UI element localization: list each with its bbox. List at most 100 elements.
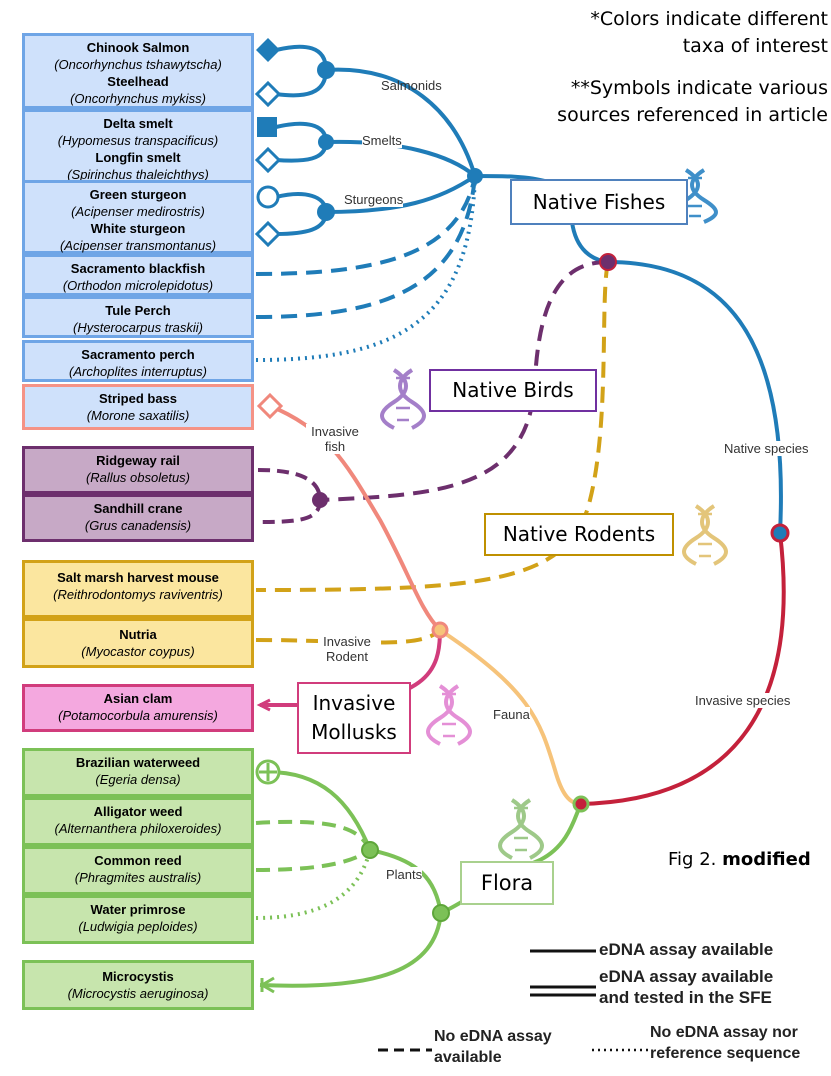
circle-plus-icon [255,759,281,785]
species-box-striped-bass: Striped bass (Morone saxatilis) [22,384,254,430]
birds-split-connector [257,468,323,524]
species-scientific-name: (Microcystis aeruginosa) [67,986,209,1001]
label-plants: Plants [386,867,423,882]
native-species-trunk [607,260,783,534]
species-box-sandhill-crane: Sandhill crane (Grus canadensis) [22,494,254,542]
species-name: Sacramento blackfish [70,261,206,276]
species-name: Salt marsh harvest mouse [57,570,219,585]
species-scientific-name: (Egeria densa) [95,772,181,787]
species-scientific-name: (Alternanthera philoxeroides) [54,821,222,836]
legend-solid-label: eDNA assay available [599,940,774,959]
sacramento-perch-connector [255,175,477,362]
common-reed-connector [255,848,372,872]
invasive-species-trunk [580,532,786,806]
species-scientific-name: (Oncorhynchus tshawytscha) [54,57,222,72]
alligator-weed-connector [255,819,372,851]
species-name: Brazilian waterweed [75,755,201,770]
diamond-outline-icon [254,220,282,248]
species-scientific-name: (Orthodon microlepidotus) [62,278,214,293]
species-box-brazilian-waterweed: Brazilian waterweed (Egeria densa) [22,748,254,797]
plants-node [361,841,379,859]
species-name: Common reed [94,853,182,868]
label-invasive-rodent: Invasive Rodent [318,634,376,664]
root-node [770,523,790,543]
figure-caption: Fig 2. modified [668,849,811,870]
species-scientific-name: (Hysterocarpus traskii) [72,320,204,335]
symbol-note: **Symbols indicate various sources refer… [557,77,828,126]
species-box-chinook-steelhead: Chinook Salmon (Oncorhynchus tshawytscha… [22,33,254,109]
species-box-sacramento-perch: Sacramento perch (Archoplites interruptu… [22,340,254,382]
diamond-outline-icon [254,146,282,174]
legend-dotted-label: No eDNA assay nor reference sequence [650,1024,801,1062]
water-primrose-connector [255,849,372,920]
blackfish-connector [255,175,477,276]
species-box-water-primrose: Water primrose (Ludwigia peploides) [22,895,254,944]
species-scientific-name: (Acipenser transmontanus) [59,238,217,253]
species-name: Nutria [119,627,157,642]
species-name: Sandhill crane [93,501,183,516]
species-scientific-name: (Oncorhynchus mykiss) [70,91,206,106]
label-invasive-fish: Invasive fish [306,424,364,454]
species-name: Steelhead [107,74,169,89]
species-box-smelts: Delta smelt (Hypomesus transpacificus) L… [22,109,254,183]
species-name: White sturgeon [90,221,186,236]
dna-icon-native-birds [380,368,426,430]
species-name: Longfin smelt [95,150,181,165]
smelts-node [318,134,334,150]
waterweed-connector [267,770,372,851]
label-salmonids: Salmonids [381,78,442,93]
sturgeons-node [317,203,335,221]
label-fauna: Fauna [493,707,530,722]
species-box-sacramento-blackfish: Sacramento blackfish (Orthodon microlepi… [22,254,254,296]
species-box-ridgeway-rail: Ridgeway rail (Rallus obsoletus) [22,446,254,494]
species-name: Alligator weed [93,804,183,819]
species-box-tule-perch: Tule Perch (Hysterocarpus traskii) [22,296,254,338]
filled-diamond-icon [256,38,280,62]
species-name: Sacramento perch [81,347,195,362]
category-native-fishes: Native Fishes [510,179,688,225]
species-name: Delta smelt [103,116,173,131]
invasive-fauna-node [431,621,449,639]
microcystis-endmark [260,976,275,994]
species-name: Ridgeway rail [96,453,180,468]
species-name: Chinook Salmon [86,40,190,55]
microcystis-connector [259,912,443,988]
fauna-connector [438,628,582,806]
species-name: Asian clam [103,691,173,706]
species-name: Tule Perch [105,303,171,318]
dna-icon-native-rodents [682,504,728,566]
species-name: Green sturgeon [89,187,187,202]
species-scientific-name: (Rallus obsoletus) [85,470,191,485]
birds-node [312,492,328,508]
smelts-branch [275,121,477,178]
species-scientific-name: (Hypomesus transpacificus) [57,133,219,148]
label-invasive-species: Invasive species [695,693,791,708]
species-scientific-name: (Archoplites interruptus) [69,364,207,379]
diamond-outline-icon [254,80,282,108]
species-box-alligator-weed: Alligator weed (Alternanthera philoxeroi… [22,797,254,846]
native-birds-connector [319,260,609,502]
label-sturgeons: Sturgeons [344,192,404,207]
species-scientific-name: (Phragmites australis) [74,870,202,885]
species-box-sturgeons: Green sturgeon (Acipenser medirostris) W… [22,180,254,254]
legend-double-line [530,985,596,997]
species-scientific-name: (Ludwigia peploides) [78,919,198,934]
species-box-common-reed: Common reed (Phragmites australis) [22,846,254,895]
native-fishes-node [467,168,483,184]
species-box-harvest-mouse: Salt marsh harvest mouse (Reithrodontomy… [22,560,254,618]
color-note: *Colors indicate different taxa of inter… [590,8,828,57]
filled-square-icon [257,117,277,137]
flora-node [432,904,450,922]
species-scientific-name: (Reithrodontomys raviventris) [53,587,223,602]
category-native-rodents: Native Rodents [484,513,674,556]
species-scientific-name: (Potamocorbula amurensis) [58,708,218,723]
species-box-microcystis: Microcystis (Microcystis aeruginosa) [22,960,254,1010]
label-native-species: Native species [724,441,809,456]
circle-outline-icon [256,185,280,209]
legend-double-label: eDNA assay available and tested in the S… [599,967,774,1007]
native-root-node [599,253,617,271]
species-scientific-name: (Spirinchus thaleichthys) [67,167,209,182]
species-box-asian-clam: Asian clam (Potamocorbula amurensis) [22,684,254,732]
